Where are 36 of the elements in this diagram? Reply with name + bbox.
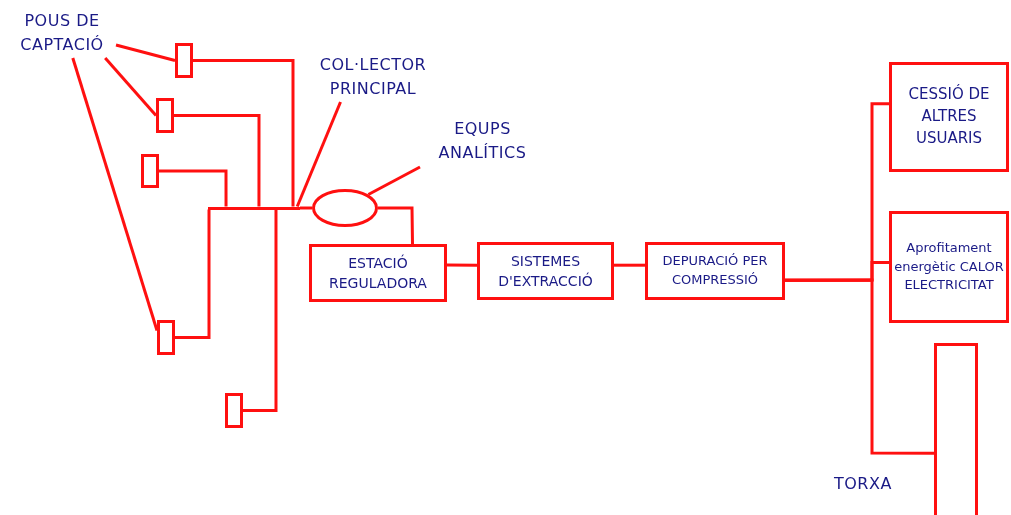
node-text: DEPURACIÓ PER COMPRESSIÓ	[661, 252, 769, 289]
pipe-line	[300, 206, 312, 210]
well-box	[225, 393, 243, 428]
pipe-line	[614, 263, 645, 267]
node-text: POUS DE CAPTACIÓ	[19, 10, 105, 56]
node-text: CESSIÓ DE ALTRES USUARIS	[907, 84, 991, 149]
well-box	[156, 98, 174, 133]
leader-line	[295, 101, 342, 208]
process-box	[889, 62, 1009, 172]
node-text: EQUPS ANALÍTICS	[437, 118, 528, 164]
node-text: SISTEMES D'EXTRACCIÓ	[497, 251, 594, 291]
process-box	[309, 244, 447, 302]
pipe-line	[785, 278, 934, 455]
process-box	[645, 242, 785, 300]
node-text: Aprofitament energètic CALOR ELECTRICITAT	[894, 238, 1004, 295]
process-box	[477, 242, 614, 300]
collector-pipe	[208, 206, 300, 210]
node-text: ESTACIÓ REGULADORA	[328, 253, 428, 293]
process-box	[889, 211, 1009, 323]
node-text: COL·LECTOR PRINCIPAL	[318, 54, 428, 100]
pipe-line	[193, 59, 295, 207]
leader-line	[115, 43, 176, 62]
well-box	[157, 320, 175, 355]
well-box	[175, 43, 193, 78]
pipe-line	[447, 263, 477, 267]
leader-line	[71, 57, 159, 331]
pipe-line	[174, 114, 261, 207]
pipe-line	[378, 206, 414, 245]
well-box	[141, 154, 159, 188]
leader-line	[104, 57, 158, 117]
leader-line	[367, 165, 421, 196]
pipe-line	[243, 209, 278, 412]
node-caption: TORXA	[834, 474, 892, 493]
torch-bar	[934, 343, 978, 515]
pipe-line	[159, 169, 228, 207]
pipe-line	[175, 209, 211, 339]
